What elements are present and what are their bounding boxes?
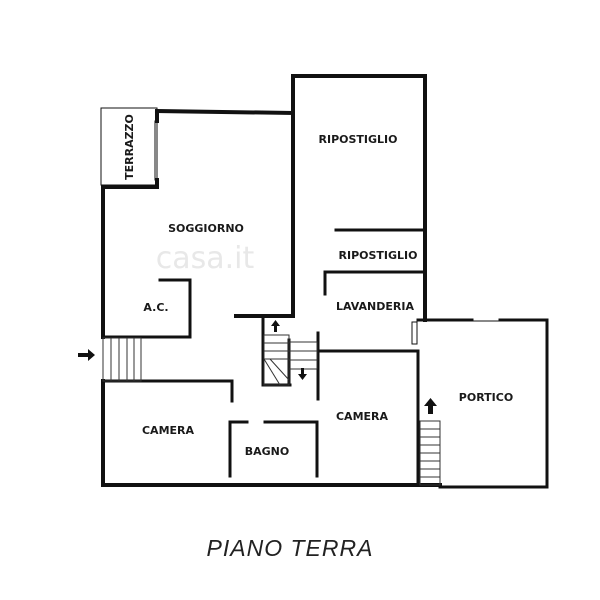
room-label-bagno: BAGNO [245, 445, 289, 458]
watermark: casa.it [156, 241, 255, 276]
internal-staircase [263, 334, 318, 386]
room-label-lavanderia: LAVANDERIA [336, 300, 414, 313]
room-label-ac: A.C. [143, 301, 168, 314]
entrance-stairs [102, 337, 142, 382]
room-label-camera-1: CAMERA [142, 424, 195, 437]
stairs-down-arrow-icon [298, 368, 307, 380]
room-label-soggiorno: SOGGIORNO [168, 222, 244, 235]
room-label-ripostiglio: RIPOSTIGLIO [319, 133, 398, 146]
stairs-up-arrow-icon [271, 320, 280, 332]
room-label-ripostiglio-small: RIPOSTIGLIO [339, 249, 418, 262]
room-label-portico: PORTICO [459, 391, 513, 404]
entrance-arrow-icon [78, 349, 95, 361]
portico-up-arrow-icon [424, 398, 437, 414]
room-label-terrazzo: TERRAZZO [123, 114, 136, 180]
floor-title: PIANO TERRA [207, 535, 374, 561]
room-label-camera-2: CAMERA [336, 410, 389, 423]
portico-stairs [419, 420, 441, 486]
